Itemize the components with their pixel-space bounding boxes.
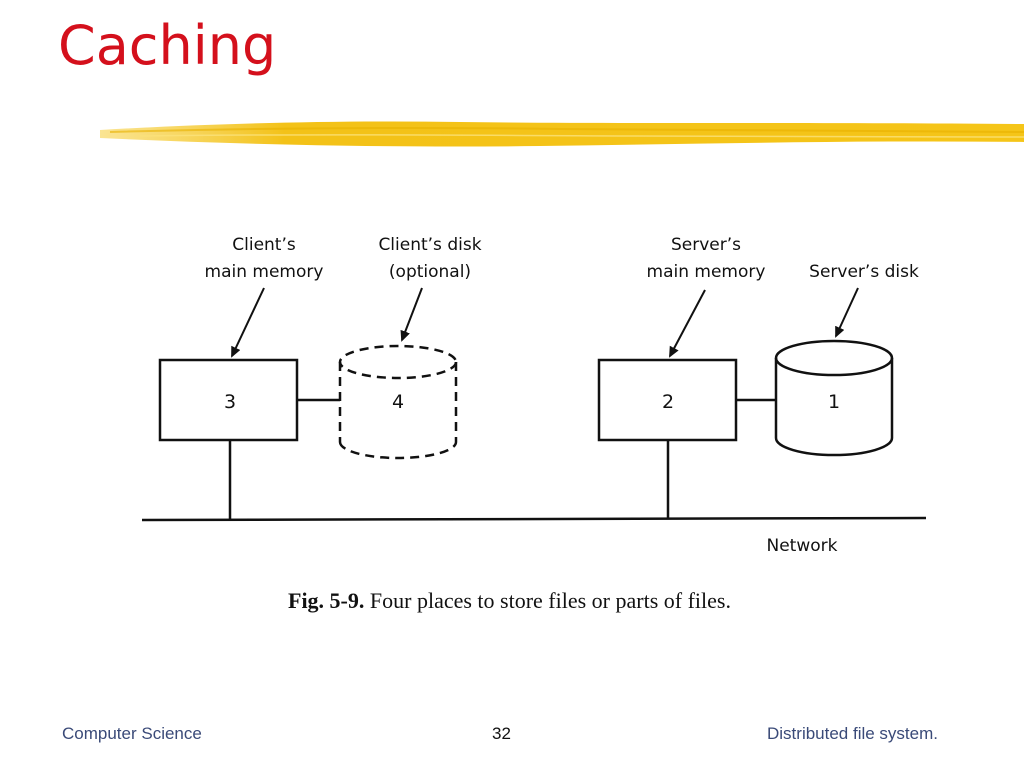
server-disk-number: 1 (828, 391, 840, 413)
client-disk-number: 4 (392, 391, 404, 413)
server-disk-arrow (835, 287, 859, 338)
title-underline (100, 121, 1024, 147)
footer-left: Computer Science (62, 724, 202, 743)
server-memory-arrow (669, 289, 706, 358)
server-disk-label: Server’s disk (809, 262, 919, 282)
figure-caption-text: Four places to store files or parts of f… (364, 588, 731, 613)
client-memory-number: 3 (224, 391, 236, 413)
server-memory-label-line1: Server’s (671, 235, 741, 255)
client-disk-label-line2: (optional) (389, 262, 471, 282)
slide-title: Caching (58, 14, 277, 77)
server-disk-cylinder (774, 339, 894, 457)
network-line (141, 516, 927, 522)
slide-number: 32 (492, 724, 511, 743)
server-memory-number: 2 (662, 391, 674, 413)
footer-right: Distributed file system. (767, 724, 938, 743)
client-disk-cylinder (338, 344, 458, 460)
client-disk-label-line1: Client’s disk (378, 235, 481, 255)
client-memory-arrow (231, 287, 265, 358)
client-disk-arrow (400, 287, 423, 342)
client-memory-label-line1: Client’s (232, 235, 296, 255)
figure-caption: Fig. 5-9. Four places to store files or … (288, 588, 731, 614)
figure-number: Fig. 5-9. (288, 588, 365, 613)
client-memory-label-line2: main memory (205, 262, 324, 282)
network-label: Network (767, 536, 838, 556)
server-memory-label-line2: main memory (647, 262, 766, 282)
